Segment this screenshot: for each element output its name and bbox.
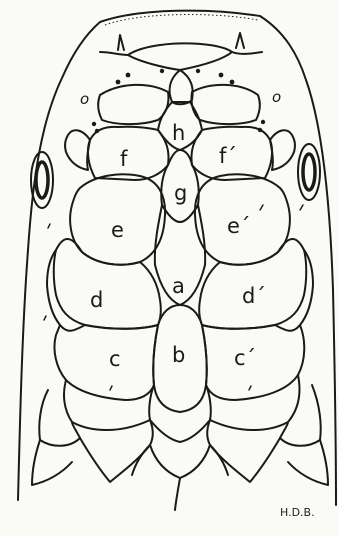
right-side-scale bbox=[270, 130, 295, 170]
label-c: c bbox=[109, 347, 121, 371]
label-d-prime: d´ bbox=[242, 284, 266, 308]
internasal-scale bbox=[170, 70, 193, 104]
head-outline bbox=[18, 11, 336, 505]
label-e: e bbox=[111, 218, 124, 242]
label-o-right: o bbox=[272, 88, 281, 106]
lower-scales bbox=[32, 375, 328, 510]
label-a: a bbox=[172, 274, 185, 298]
rostral-edge bbox=[100, 52, 262, 55]
label-e-prime: e´ bbox=[227, 214, 250, 238]
right-eye bbox=[298, 144, 320, 200]
label-h: h bbox=[172, 121, 185, 145]
rostral-scale bbox=[118, 33, 244, 70]
right-upper-plate bbox=[191, 85, 259, 124]
scale-c bbox=[54, 325, 158, 400]
label-f-prime: f´ bbox=[219, 144, 237, 168]
snout-rim bbox=[105, 15, 258, 25]
label-d: d bbox=[90, 288, 103, 312]
scale-f bbox=[88, 127, 169, 180]
label-c-prime: c´ bbox=[234, 346, 256, 370]
label-f: f bbox=[120, 147, 128, 171]
label-b: b bbox=[172, 343, 185, 367]
artist-signature: H.D.B. bbox=[280, 506, 315, 519]
left-eye bbox=[31, 152, 53, 208]
left-upper-plate bbox=[98, 85, 168, 124]
scale-d bbox=[54, 239, 161, 329]
label-o-left: o bbox=[80, 90, 89, 108]
label-g: g bbox=[174, 181, 187, 205]
left-side-scale bbox=[65, 130, 90, 170]
